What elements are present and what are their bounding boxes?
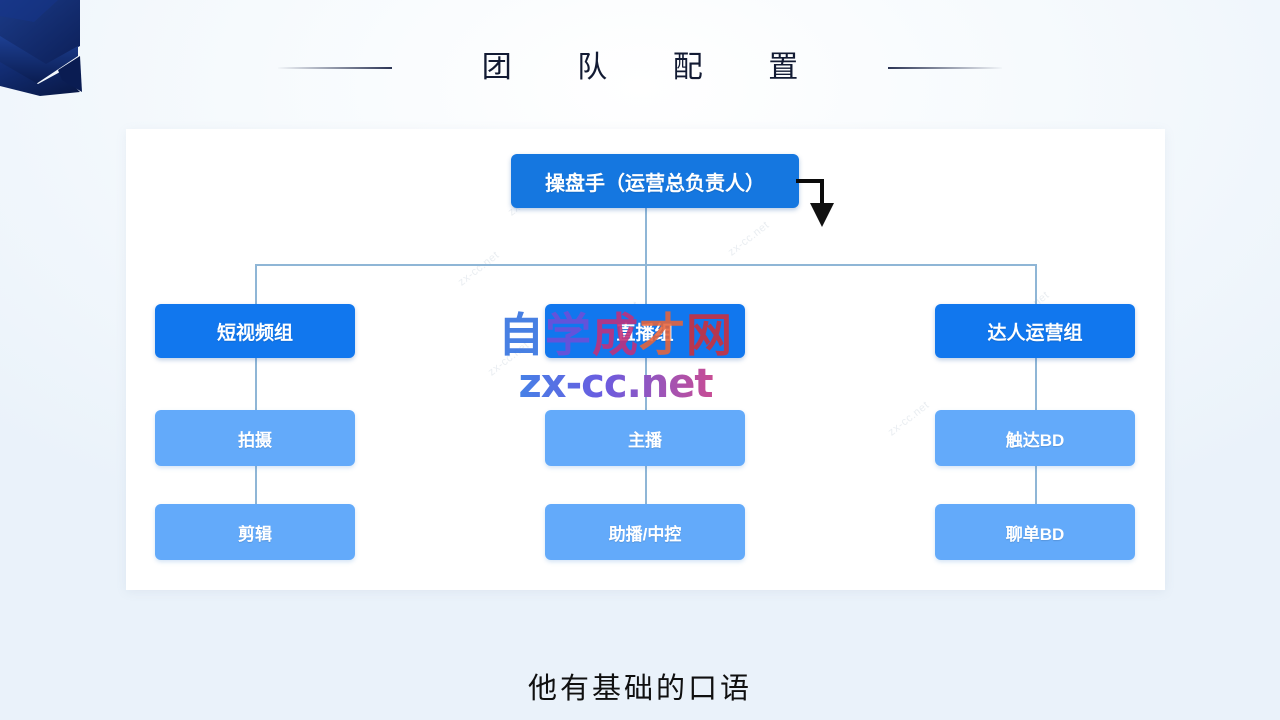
subtitle-caption: 他有基础的口语 bbox=[527, 671, 752, 705]
connector-bus-drop-1 bbox=[255, 264, 257, 304]
org-node-root[interactable]: 操盘手（运营总负责人） bbox=[511, 154, 799, 208]
connector-branch-3-b bbox=[1035, 466, 1037, 504]
org-node-branch-3-child-2[interactable]: 聊单BD bbox=[935, 504, 1135, 560]
org-node-branch-head-3[interactable]: 达人运营组 bbox=[935, 304, 1135, 358]
org-node-branch-1-child-2[interactable]: 剪辑 bbox=[155, 504, 355, 560]
org-node-branch-3-child-1[interactable]: 触达BD bbox=[935, 410, 1135, 466]
page-title: 团 队 配 置 bbox=[481, 50, 827, 85]
org-node-branch-2-child-2[interactable]: 助播/中控 bbox=[545, 504, 745, 560]
connector-branch-2-b bbox=[645, 466, 647, 504]
org-chart: 操盘手（运营总负责人） 短视频组 直播组 达人运营组 拍摄 主播 触达BD 剪辑… bbox=[126, 129, 1165, 590]
connector-root-stem bbox=[645, 208, 647, 265]
chart-panel: zx-cc.net zx-cc.net zx-cc.net zx-cc.net … bbox=[126, 129, 1165, 590]
connector-bus-drop-2 bbox=[645, 264, 647, 304]
org-node-branch-2-child-1[interactable]: 主播 bbox=[545, 410, 745, 466]
connector-bus-drop-3 bbox=[1035, 264, 1037, 304]
org-node-branch-head-1[interactable]: 短视频组 bbox=[155, 304, 355, 358]
title-rule-left bbox=[277, 67, 392, 69]
slide-title-row: 团 队 配 置 bbox=[0, 44, 1280, 92]
connector-branch-1-b bbox=[255, 466, 257, 504]
connector-branch-3-a bbox=[1035, 358, 1037, 410]
connector-branch-1-a bbox=[255, 358, 257, 410]
org-node-branch-1-child-1[interactable]: 拍摄 bbox=[155, 410, 355, 466]
title-rule-right bbox=[888, 67, 1003, 69]
org-node-branch-head-2[interactable]: 直播组 bbox=[545, 304, 745, 358]
connector-branch-2-a bbox=[645, 358, 647, 410]
